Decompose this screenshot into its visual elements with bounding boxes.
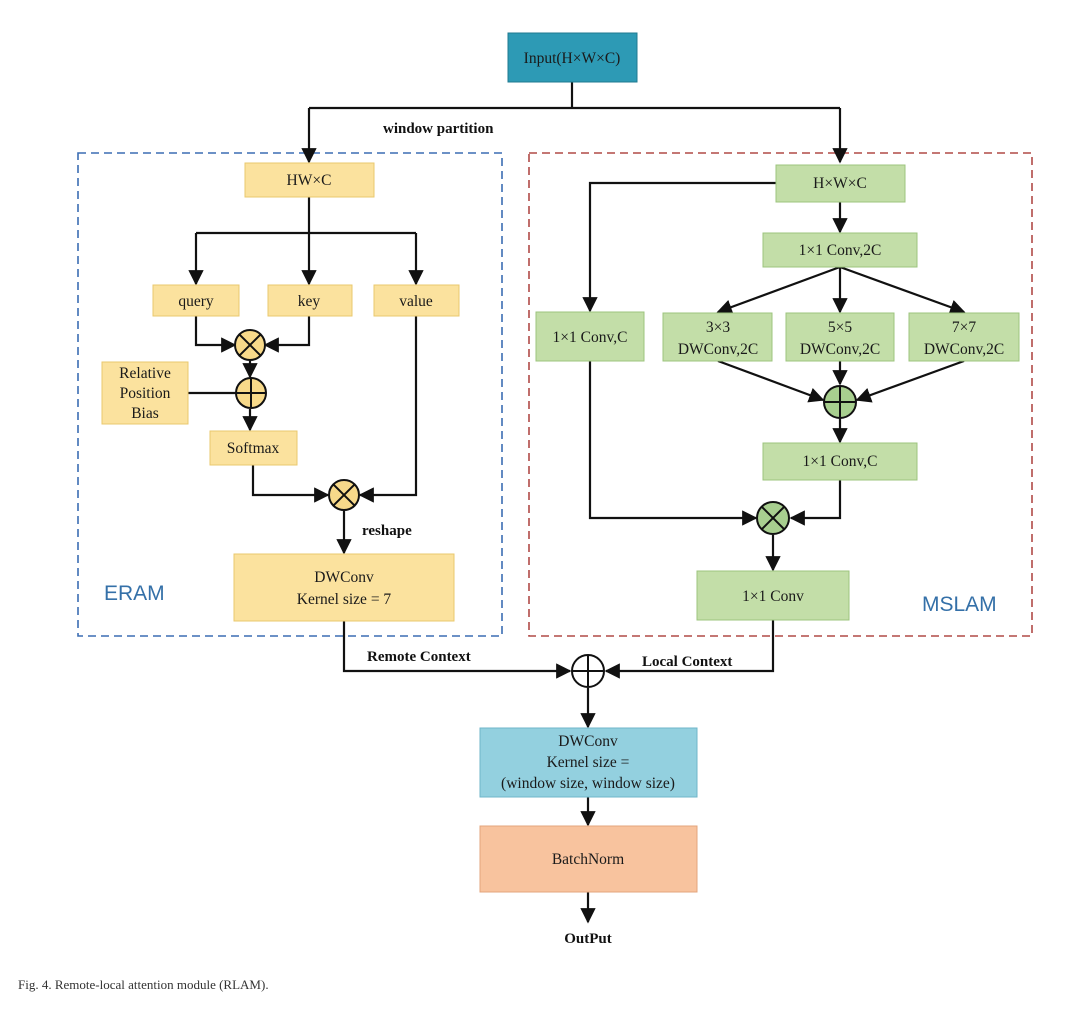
value-box [373,284,460,317]
rpb-line-3: Bias [131,405,159,422]
eram-hwc-label: HW×C [287,172,332,189]
local-context-label: Local Context [642,654,732,670]
mslam-label: MSLAM [922,593,997,616]
dwconv-5x5-line-1: 5×5 [828,319,852,336]
eram-hwc-box [244,162,375,198]
mslam-hwc-label: H×W×C [813,175,867,192]
conv-2c-box [762,232,918,268]
figure-caption: Fig. 4. Remote-local attention module (R… [18,977,269,992]
remote-context-label: Remote Context [367,649,471,665]
final-dwconv-box [479,727,698,798]
eram-dwconv-line-1: DWConv [314,569,374,586]
dwconv-5x5-box [785,312,895,362]
input-label: Input(H×W×C) [524,50,621,67]
conv-c-box [762,442,918,481]
key-box [267,284,353,317]
key-label: key [298,293,321,310]
add-op-icon [235,377,267,409]
batchnorm-label: BatchNorm [552,851,624,868]
reshape-label: reshape [362,523,412,539]
rpb-line-1: Relative [119,365,171,382]
mslam-hwc-box [775,164,906,203]
conv-final-box [696,570,850,621]
dwconv-3x3-line-2: DWConv,2C [678,341,758,358]
final-dwconv-line-3: (window size, window size) [501,775,675,792]
multiply-op-icon [234,329,266,361]
connectors [188,82,966,924]
dwconv-3x3-line-1: 3×3 [706,319,730,336]
softmax-box [209,430,298,466]
conv-final-label: 1×1 Conv [742,588,804,605]
value-label: value [399,293,433,310]
eram-dwconv-line-2: Kernel size = 7 [297,591,392,608]
input-box [507,32,638,83]
query-box [152,284,240,317]
batchnorm-box [479,825,698,893]
dwconv-7x7-box [908,312,1020,362]
conv-left-label: 1×1 Conv,C [553,329,628,346]
softmax-label: Softmax [227,440,280,457]
conv-left-box [535,311,645,362]
dwconv-7x7-line-2: DWConv,2C [924,341,1004,358]
rpb-line-2: Position [120,385,171,402]
eram-label: ERAM [104,582,165,605]
final-dwconv-line-1: DWConv [558,733,618,750]
add-op-icon [823,385,857,419]
dwconv-3x3-box [662,312,773,362]
eram-region [77,152,503,637]
query-label: query [178,293,214,310]
mslam-region [528,152,1033,637]
conv-c-label: 1×1 Conv,C [803,453,878,470]
window-partition-label: window partition [383,121,494,137]
relative-position-bias-box [101,361,189,425]
add-op-icon [571,654,605,688]
conv-2c-label: 1×1 Conv,2C [799,242,882,259]
multiply-op-icon [756,501,790,535]
dwconv-5x5-line-2: DWConv,2C [800,341,880,358]
output-label: OutPut [564,931,612,947]
eram-dwconv-box [233,553,455,622]
multiply-op-icon [328,479,360,511]
final-dwconv-line-2: Kernel size = [547,754,630,771]
dwconv-7x7-line-1: 7×7 [952,319,976,336]
